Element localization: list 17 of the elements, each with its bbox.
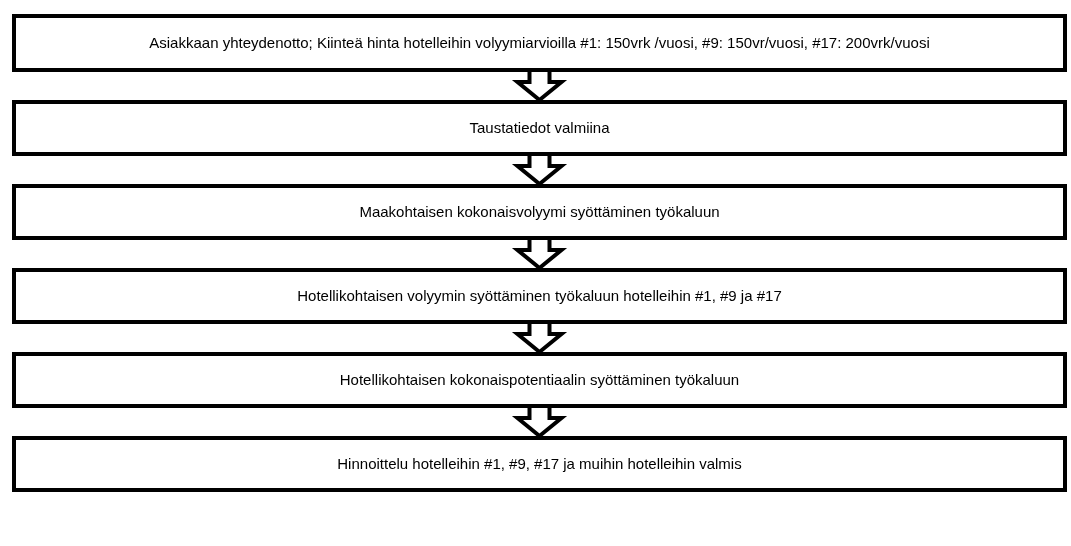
step-text: Hinnoittelu hotelleihin #1, #9, #17 ja muihin hotelleihin valmis (337, 455, 742, 473)
process-box (12, 14, 1067, 72)
step-text: Taustatiedot valmiina (469, 119, 610, 137)
block-arrow (511, 322, 568, 355)
block-arrow (511, 406, 568, 439)
block-arrow (511, 70, 568, 103)
block-arrow (511, 238, 568, 271)
block-arrow (511, 154, 568, 187)
process-box (12, 184, 1067, 240)
step-text: Asiakkaan yhteydenotto; Kiinteä hinta hotelleihin volyymiarvioilla #1: 150vrk /vuosi, #9: 150vr/vuosi, #17: 200vrk/vuosi (149, 34, 930, 52)
step-text: Hotellikohtaisen kokonaispotentiaalin syöttäminen työkaluun (339, 371, 740, 389)
step-text: Maakohtaisen kokonaisvolyymi syöttäminen työkaluun (359, 203, 720, 221)
step-text: Hotellikohtaisen volyymin syöttäminen työkaluun hotelleihin #1, #9 ja #17 (297, 287, 782, 305)
process-box (12, 352, 1067, 408)
process-box (12, 100, 1067, 156)
process-box (12, 268, 1067, 324)
process-box (12, 436, 1067, 492)
